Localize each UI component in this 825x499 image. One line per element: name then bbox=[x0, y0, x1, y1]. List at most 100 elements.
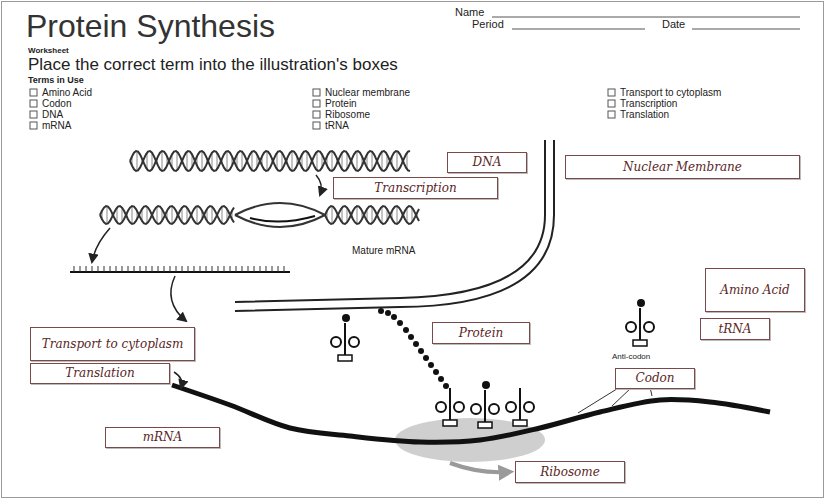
base-pair-rung bbox=[132, 206, 133, 224]
rna-base bbox=[206, 266, 207, 272]
term-option: Ribosome bbox=[325, 109, 370, 121]
checkbox bbox=[608, 89, 615, 96]
rna-base bbox=[164, 266, 165, 272]
answer-box: Transport to cytoplasm bbox=[30, 327, 195, 361]
write-in-line bbox=[492, 17, 800, 18]
base-pair-rung bbox=[202, 151, 203, 171]
term-option: Nuclear membrane bbox=[325, 87, 410, 99]
trna-stem bbox=[344, 323, 346, 355]
trna-loop bbox=[454, 402, 464, 412]
base-pair-rung bbox=[162, 151, 163, 171]
answer-text: Amino Acid bbox=[720, 283, 790, 297]
rna-base bbox=[278, 266, 279, 272]
trna-symbol bbox=[436, 388, 464, 426]
rna-base bbox=[146, 266, 147, 272]
rna-backbone bbox=[70, 271, 290, 273]
rna-base bbox=[134, 266, 135, 272]
trna-symbol bbox=[331, 314, 359, 361]
trna-loop bbox=[506, 402, 516, 412]
trna-loop bbox=[471, 404, 481, 414]
base-pair-rung bbox=[177, 152, 178, 171]
answer-box: tRNA bbox=[700, 318, 770, 340]
dna-strand bbox=[235, 215, 325, 227]
answer-text: Codon bbox=[635, 371, 674, 385]
rna-base bbox=[92, 266, 93, 272]
answer-text: Ribosome bbox=[540, 465, 600, 479]
answer-box: Transcription bbox=[333, 177, 498, 199]
rna-base bbox=[212, 266, 213, 272]
field-label: Name bbox=[455, 6, 484, 19]
dna-helix bbox=[100, 206, 234, 224]
amino-acid-bead bbox=[443, 383, 449, 389]
trna-loop bbox=[489, 404, 499, 414]
term-option: tRNA bbox=[325, 120, 349, 132]
amino-acid-bead bbox=[408, 334, 414, 340]
term-option: Translation bbox=[620, 109, 669, 121]
dna-strand bbox=[235, 203, 325, 215]
checkbox bbox=[313, 100, 320, 107]
trna-symbol bbox=[626, 299, 654, 346]
rna-base bbox=[170, 266, 171, 272]
base-pair-rung bbox=[357, 151, 358, 171]
term-option: Codon bbox=[42, 98, 71, 110]
base-pair-rung bbox=[332, 206, 333, 224]
term-option: Amino Acid bbox=[42, 87, 92, 99]
amino-acid-bead bbox=[438, 376, 444, 382]
checkbox bbox=[30, 111, 37, 118]
answer-text: Nuclear Membrane bbox=[623, 160, 742, 174]
rna-base bbox=[236, 266, 237, 272]
process-arrow bbox=[316, 175, 321, 195]
dna-helix bbox=[130, 151, 410, 171]
write-in-line bbox=[692, 29, 800, 30]
amino-acid-bead bbox=[418, 348, 424, 354]
answer-text: tRNA bbox=[718, 322, 751, 336]
amino-acid-bead bbox=[428, 362, 434, 368]
nuclear-membrane bbox=[235, 140, 554, 311]
term-option: DNA bbox=[42, 109, 63, 121]
answer-box: Amino Acid bbox=[705, 268, 805, 312]
diagram-label: Anti-codon bbox=[612, 352, 650, 361]
answer-text: Transcription bbox=[374, 181, 456, 195]
rna-base bbox=[188, 266, 189, 272]
amino-acid-bead bbox=[403, 327, 409, 333]
amino-acid-ball bbox=[482, 381, 490, 389]
dna-strand bbox=[325, 206, 419, 224]
rna-base bbox=[254, 266, 255, 272]
trna-loop bbox=[524, 402, 534, 412]
rna-base bbox=[104, 266, 105, 272]
base-pair-rung bbox=[172, 206, 173, 224]
base-pair-rung bbox=[307, 152, 308, 171]
trna-stem bbox=[639, 308, 641, 340]
answer-box: DNA bbox=[447, 152, 527, 173]
trna-stem bbox=[484, 390, 486, 422]
answer-text: mRNA bbox=[143, 430, 183, 444]
trna-symbol bbox=[471, 381, 499, 428]
process-arrow bbox=[92, 228, 110, 262]
answer-text: Protein bbox=[459, 326, 504, 340]
rna-base bbox=[110, 266, 111, 272]
field-label: Date bbox=[662, 18, 685, 31]
checkbox bbox=[313, 111, 320, 118]
base-pair-rung bbox=[157, 207, 158, 224]
base-pair-rung bbox=[252, 152, 253, 171]
answer-text: Transport to cytoplasm bbox=[42, 337, 184, 351]
checkbox bbox=[313, 89, 320, 96]
transport-arrow bbox=[171, 276, 186, 321]
translation-arrow bbox=[174, 372, 182, 388]
dna-strand bbox=[100, 206, 234, 224]
field-label: Period bbox=[472, 18, 504, 31]
base-pair-rung bbox=[212, 207, 213, 224]
trna-loop bbox=[644, 322, 654, 332]
trna-loop bbox=[436, 402, 446, 412]
rna-base bbox=[128, 266, 129, 272]
anticodon-block bbox=[338, 355, 352, 361]
base-pair-rung bbox=[357, 206, 358, 224]
answer-box: Protein bbox=[432, 322, 530, 344]
rna-base bbox=[224, 266, 225, 272]
trna-stem bbox=[449, 388, 451, 420]
base-pair-rung bbox=[222, 207, 223, 224]
term-option: Protein bbox=[325, 98, 357, 110]
amino-acid-bead bbox=[385, 310, 391, 316]
